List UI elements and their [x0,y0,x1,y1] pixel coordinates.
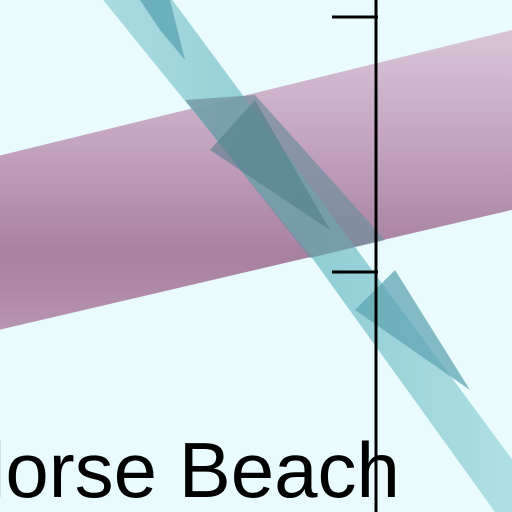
cyan-wedge-lower [355,270,470,390]
cyan-wedge-mid [210,100,330,230]
place-label: lorse Beach [0,426,400,512]
cyan-band [103,0,512,512]
cyan-wedge-upper [140,0,185,60]
